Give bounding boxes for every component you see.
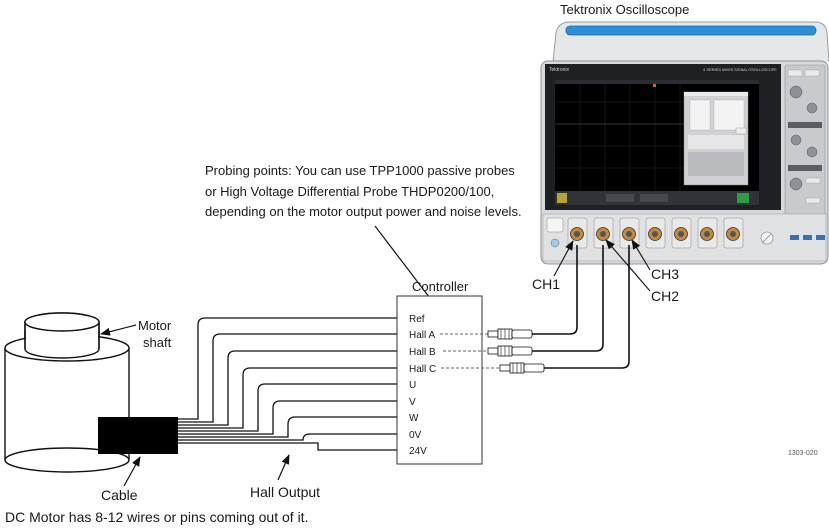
ch2-arrow — [605, 239, 651, 292]
ch2-label: CH2 — [651, 288, 679, 304]
probing-note-line-1: Probing points: You can use TPP1000 pass… — [205, 163, 515, 178]
oscilloscope: Tektronix Oscilloscope Tektronix 4 SERIE… — [540, 2, 829, 265]
scope-model-desc: MIXED SIGNAL OSCILLOSCOPE — [722, 68, 777, 72]
scope-model: 4 SERIES — [703, 67, 721, 72]
cable-arrow — [123, 456, 141, 487]
channel-input-ch6[interactable] — [697, 217, 718, 249]
channel-input-ch5[interactable] — [671, 217, 692, 249]
pin-ref: Ref — [409, 314, 425, 325]
scope-knob[interactable] — [789, 177, 803, 191]
pin-u: U — [409, 380, 416, 391]
motor — [4, 312, 130, 473]
hall-output-arrow — [277, 454, 290, 481]
pin-0v: 0V — [409, 430, 422, 441]
pin-w: W — [409, 413, 419, 424]
channel-input-ch4[interactable] — [645, 217, 666, 249]
pin-hall-c: Hall C — [409, 364, 436, 375]
probing-note-line-2: or High Voltage Differential Probe THDP0… — [205, 184, 494, 199]
ch3-label: CH3 — [651, 266, 679, 282]
scope-control-panel — [784, 64, 826, 220]
probe-ch1 — [487, 328, 533, 340]
controller-box — [396, 295, 483, 465]
channel-input-ch3[interactable] — [619, 217, 640, 249]
probing-note-line-3: depending on the motor output power and … — [205, 204, 522, 219]
motor-shaft-label-2: shaft — [143, 335, 172, 350]
channel-inputs — [567, 217, 744, 249]
channel-input-ch7[interactable] — [723, 217, 744, 249]
scope-knob[interactable] — [790, 134, 802, 146]
motor-cable — [98, 417, 178, 454]
controller-pins: Ref Hall A Hall B Hall C U V W 0V 24V — [409, 314, 436, 457]
motor-shaft-label-1: Motor — [138, 318, 172, 333]
channel-input-ch2[interactable] — [593, 217, 614, 249]
ch1-arrow — [553, 240, 574, 277]
scope-handle-grip — [565, 25, 817, 36]
probe-leads — [440, 333, 500, 369]
scope-knob[interactable] — [789, 85, 803, 99]
ch1-label: CH1 — [532, 276, 560, 292]
power-icon — [550, 238, 560, 248]
hall-output-label: Hall Output — [250, 484, 320, 500]
footer-note: DC Motor has 8-12 wires or pins coming o… — [5, 509, 308, 525]
figure-id: 1303-020 — [788, 450, 818, 457]
channel-input-ch1[interactable] — [567, 217, 588, 249]
cable-label: Cable — [101, 487, 138, 503]
usb-port[interactable] — [803, 235, 812, 240]
probe-cable-ch1 — [532, 245, 578, 335]
scope-knob[interactable] — [806, 146, 818, 158]
ch3-arrow — [631, 239, 651, 271]
probe-ch3 — [499, 362, 545, 374]
motor-shaft-arrow — [100, 324, 137, 336]
scope-knob[interactable] — [806, 102, 818, 114]
motor-wires — [178, 317, 398, 451]
oscilloscope-title: Tektronix Oscilloscope — [560, 2, 689, 17]
probing-note: Probing points: You can use TPP1000 pass… — [205, 163, 522, 219]
power-button[interactable] — [546, 217, 564, 233]
probe-cable-ch2 — [532, 245, 604, 352]
pin-hall-a: Hall A — [409, 330, 435, 341]
usb-port[interactable] — [790, 235, 799, 240]
probe-ch2 — [487, 345, 533, 357]
scope-brand: Tektronix — [549, 67, 570, 73]
usb-port[interactable] — [816, 235, 825, 240]
pin-hall-b: Hall B — [409, 347, 436, 358]
pin-v: V — [409, 397, 416, 408]
controller-title: Controller — [412, 279, 469, 294]
pin-24v: 24V — [409, 446, 427, 457]
probe-cable-ch3 — [544, 245, 630, 369]
